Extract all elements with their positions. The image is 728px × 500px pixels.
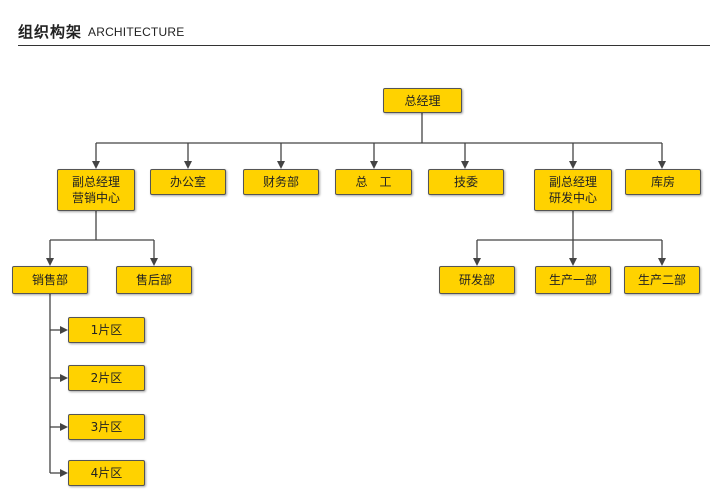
- node-finance: 财务部: [243, 169, 319, 195]
- node-region-4: 4片区: [68, 460, 145, 486]
- node-rd-dept: 研发部: [439, 266, 515, 294]
- node-after-sales: 售后部: [116, 266, 192, 294]
- page-subtitle: ARCHITECTURE: [88, 25, 185, 39]
- page-header: 组织构架 ARCHITECTURE: [0, 0, 728, 46]
- node-sales: 销售部: [12, 266, 88, 294]
- node-vp-marketing: 副总经理营销中心: [57, 169, 135, 211]
- node-vp-rd: 副总经理研发中心: [534, 169, 612, 211]
- node-region-1: 1片区: [68, 317, 145, 343]
- node-region-3: 3片区: [68, 414, 145, 440]
- node-ceo: 总经理: [383, 88, 462, 113]
- node-office: 办公室: [150, 169, 226, 195]
- node-production1: 生产一部: [535, 266, 611, 294]
- node-production2: 生产二部: [624, 266, 700, 294]
- node-region-2: 2片区: [68, 365, 145, 391]
- page-title: 组织构架: [18, 23, 83, 41]
- node-tech-committee: 技委: [428, 169, 504, 195]
- header-divider: [18, 45, 710, 46]
- node-warehouse: 库房: [625, 169, 701, 195]
- node-chief-engineer: 总 工: [335, 169, 412, 195]
